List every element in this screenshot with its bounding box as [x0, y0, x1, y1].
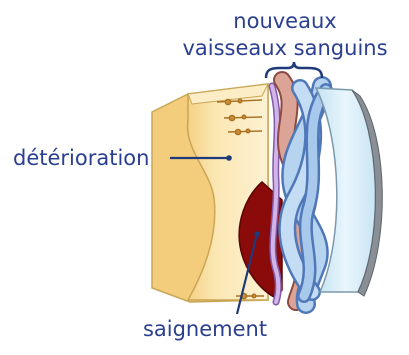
- bleeding-pointer-dot: [254, 231, 260, 237]
- new-vessels-label-line2: vaisseaux sanguins: [0, 38, 409, 59]
- deterioration-pointer-dot: [226, 155, 232, 161]
- new-vessels-label-line1: nouveaux: [0, 11, 409, 32]
- deterioration-label: détérioration: [13, 148, 149, 169]
- bleeding-label: saignement: [0, 319, 409, 340]
